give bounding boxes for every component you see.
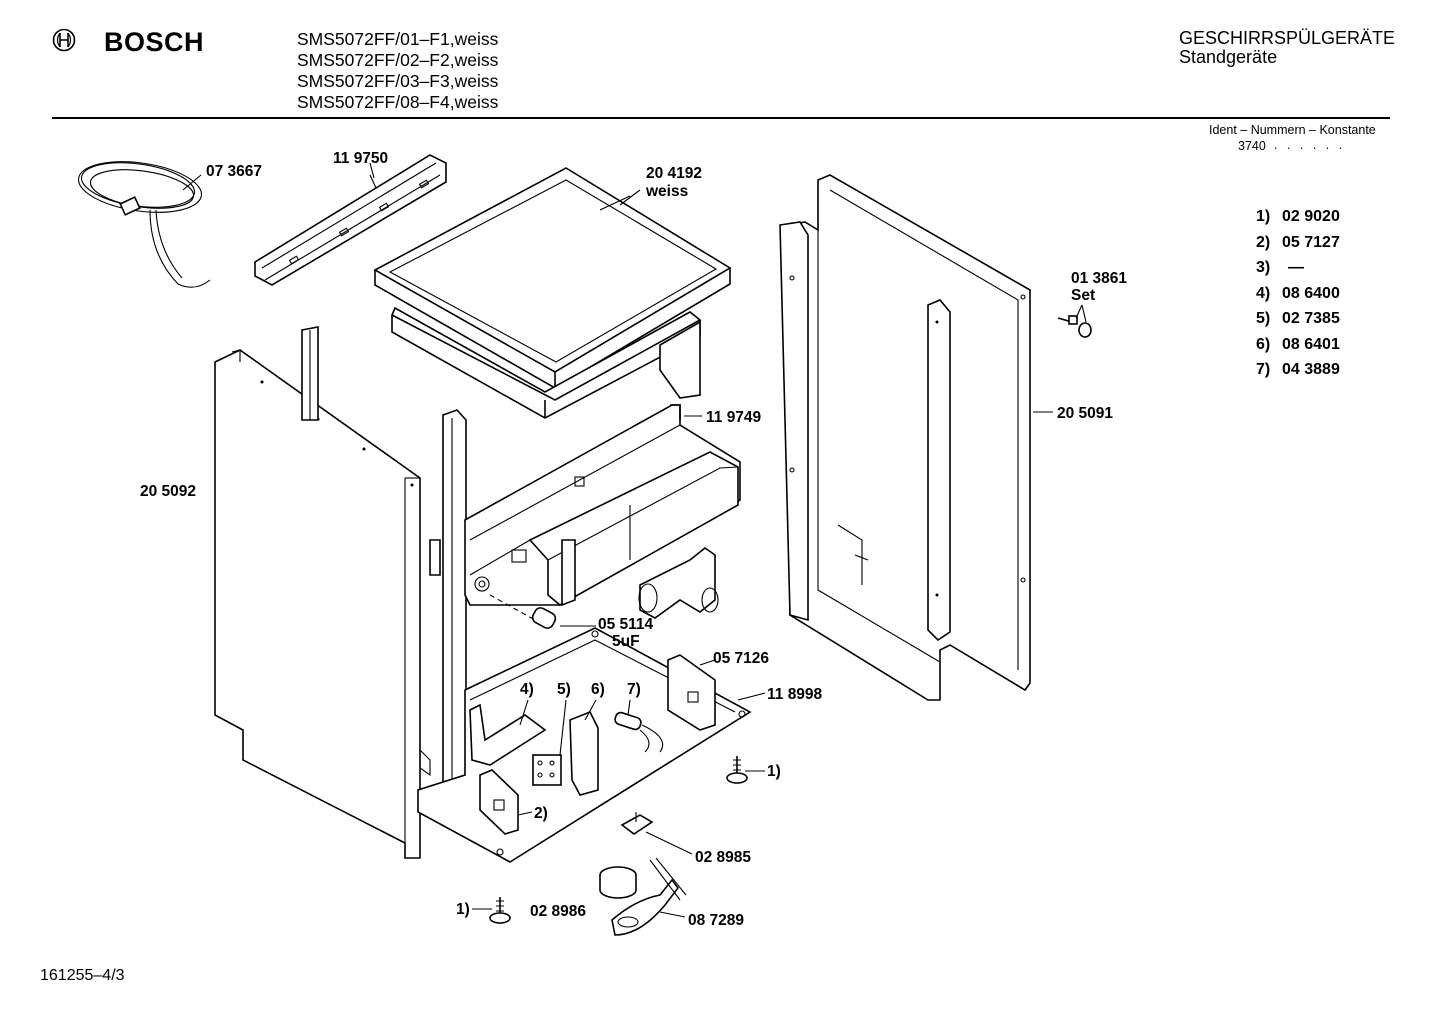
- corner-bracket-drawing: [479, 769, 519, 835]
- part-label: 2): [534, 805, 548, 822]
- control-crossbar-drawing: [464, 404, 741, 607]
- part-label: 02 8985: [695, 849, 751, 866]
- version-value: 05 7127: [1282, 233, 1340, 251]
- part-label: 01 3861: [1071, 270, 1127, 287]
- category-title: GESCHIRRSPÜLGERÄTE: [1179, 28, 1396, 48]
- category-block: GESCHIRRSPÜLGERÄTE Standgeräte: [1179, 29, 1395, 67]
- brand-name: BOSCH: [104, 27, 205, 57]
- part-label: 20 5092: [140, 483, 196, 500]
- part-label: 11 8998: [767, 686, 823, 703]
- category-subtitle: Standgeräte: [1179, 47, 1278, 67]
- float-assembly-drawing: [599, 857, 687, 936]
- version-row: 2) 05 7127: [1256, 234, 1340, 260]
- version-row: 4) 08 6400: [1256, 285, 1340, 311]
- power-cord-drawing: [77, 161, 211, 288]
- hose-connector-drawing: [638, 547, 719, 619]
- part-label: 5): [557, 681, 571, 698]
- version-row: 1) 02 9020: [1256, 208, 1340, 234]
- version-row: 5) 02 7385: [1256, 310, 1340, 336]
- part-label: 05 5114: [598, 616, 654, 633]
- version-value: 04 3889: [1282, 361, 1340, 378]
- version-value: 02 7385: [1282, 310, 1340, 327]
- part-label: 20 4192: [646, 165, 702, 182]
- screw-set-drawing: [1057, 304, 1092, 338]
- part-label: 08 7289: [688, 912, 744, 929]
- rail-drawing: [254, 154, 447, 286]
- leader-lines: [369, 162, 1053, 918]
- version-value: 02 9020: [1282, 208, 1340, 225]
- part-note: 5uF: [612, 633, 640, 650]
- front-frame-post-drawing: [419, 409, 467, 807]
- pressure-switch-drawing: [620, 812, 654, 835]
- bracket-drawing: [667, 654, 716, 731]
- document-number: 161255–4/3: [40, 967, 125, 984]
- upright-post-left-drawing: [301, 326, 319, 421]
- part-label: 20 5091: [1057, 405, 1113, 422]
- version-key: 3): [1256, 259, 1271, 276]
- version-value: 08 6400: [1282, 284, 1340, 302]
- part-note: weiss: [645, 183, 688, 200]
- insulation-mat-drawing: [390, 306, 702, 419]
- part-label: 11 9749: [706, 409, 762, 426]
- version-list: 1) 02 9020 2) 05 7127 3) — 4) 08 6400 5) 02 7…: [1256, 208, 1340, 387]
- version-key: 1): [1256, 208, 1271, 225]
- version-value: —: [1288, 259, 1304, 276]
- version-row: 3) —: [1256, 259, 1340, 285]
- header-divider: [52, 117, 1390, 119]
- ident-title: Ident – Nummern – Konstante: [1209, 123, 1376, 137]
- version-row: 6) 08 6401: [1256, 336, 1340, 362]
- bosch-logo-icon: [52, 28, 76, 52]
- part-label: 4): [520, 681, 534, 698]
- rear-frame-drawing: [779, 174, 1031, 701]
- part-label: 7): [627, 681, 641, 698]
- model-line: SMS5072FF/03–F3,weiss: [297, 71, 499, 91]
- part-label: 07 3667: [206, 163, 262, 180]
- model-line: SMS5072FF/02–F2,weiss: [297, 50, 499, 70]
- version-key: 5): [1256, 310, 1271, 327]
- side-panel-left-drawing: [214, 349, 421, 859]
- ident-dots: . . . . . .: [1274, 138, 1346, 152]
- model-line: SMS5072FF/08–F4,weiss: [297, 92, 499, 112]
- part-label: 05 7126: [713, 650, 769, 667]
- version-key: 6): [1256, 335, 1271, 353]
- version-value: 08 6401: [1282, 335, 1340, 353]
- part-label: 1): [456, 901, 470, 918]
- version-key: 2): [1256, 233, 1271, 251]
- adjustable-foot-right-drawing: [726, 756, 748, 784]
- small-parts-drawing: [469, 703, 664, 796]
- model-list: SMS5072FF/01–F1,weiss SMS5072FF/02–F2,we…: [297, 29, 498, 113]
- ident-constant: 3740: [1238, 139, 1266, 153]
- part-label: 1): [767, 763, 781, 780]
- version-row: 7) 04 3889: [1256, 361, 1340, 387]
- part-label: 6): [591, 681, 605, 698]
- part-label: 11 9750: [333, 150, 388, 167]
- part-note: Set: [1071, 287, 1095, 304]
- capacitor-drawing: [489, 594, 557, 629]
- version-key: 4): [1256, 284, 1271, 302]
- adjustable-foot-left-drawing: [489, 897, 511, 924]
- model-line: SMS5072FF/01–F1,weiss: [297, 29, 499, 49]
- version-key: 7): [1256, 361, 1271, 378]
- part-label: 02 8986: [530, 903, 586, 920]
